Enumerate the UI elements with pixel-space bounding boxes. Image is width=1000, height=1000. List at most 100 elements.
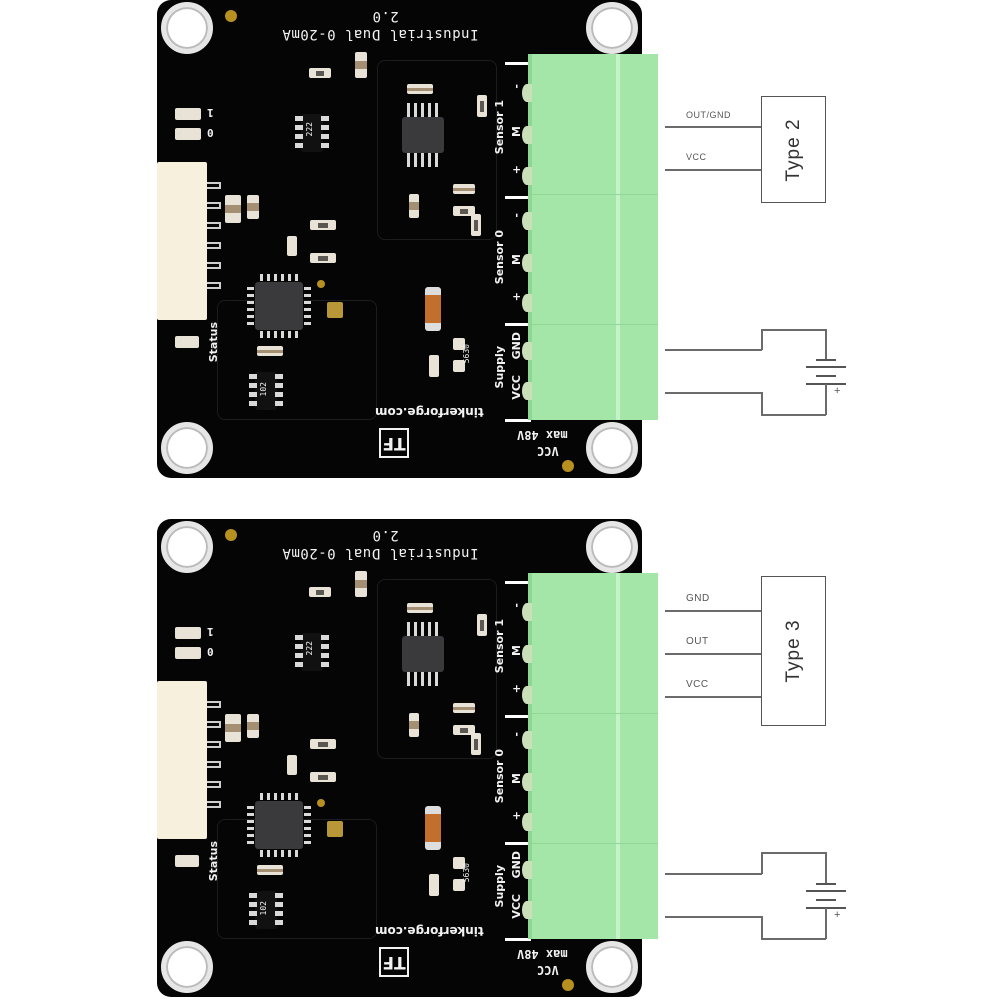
supply-pin-vcc: VCC: [510, 375, 523, 400]
screw-terminal[interactable]: [522, 603, 532, 621]
mounting-hole: [586, 2, 638, 54]
bricklet-connector[interactable]: [157, 162, 221, 320]
via: [562, 460, 574, 472]
resistor: [310, 772, 336, 782]
resistor: [453, 338, 465, 350]
sensor-0-pin-plus: +: [510, 292, 523, 302]
capacitor: [225, 195, 241, 223]
terminal-block[interactable]: [522, 573, 658, 939]
led-label-0: 0: [207, 126, 214, 139]
screw-terminal[interactable]: [522, 126, 532, 144]
screw-terminal[interactable]: [522, 84, 532, 102]
status-led: [175, 336, 199, 348]
screw-terminal[interactable]: [522, 342, 532, 360]
screw-terminal[interactable]: [522, 861, 532, 879]
screw-terminal[interactable]: [522, 645, 532, 663]
wire-label-vcc: VCC: [686, 152, 707, 162]
led-0: [175, 647, 201, 659]
capacitor: [257, 865, 283, 875]
resistor: [471, 214, 481, 236]
led-label-1: 1: [207, 625, 214, 638]
test-pad: [327, 302, 343, 318]
website-label: tinkerforge.com: [375, 924, 484, 938]
mounting-hole: [586, 521, 638, 573]
resistor: [309, 587, 331, 597]
resistor-array-marking: 102: [259, 382, 268, 397]
divider-line: [505, 419, 531, 422]
supply-label: Supply: [493, 865, 506, 908]
resistor-array-marking: 222: [305, 641, 314, 656]
adc-chip: [402, 636, 444, 672]
wire-label-out-gnd: OUT/GND: [686, 110, 731, 120]
mounting-hole: [586, 941, 638, 993]
screw-terminal[interactable]: [522, 731, 532, 749]
resistor: [287, 236, 297, 256]
status-label: Status: [207, 841, 220, 882]
mounting-hole: [161, 521, 213, 573]
resistor: [429, 355, 439, 377]
screw-terminal[interactable]: [522, 813, 532, 831]
sensor-type-label: Type 3: [782, 619, 804, 683]
mounting-hole: [161, 941, 213, 993]
wire-out: [665, 653, 762, 655]
sensor-type-box: Type 2: [761, 96, 826, 203]
bricklet-connector[interactable]: [157, 681, 221, 839]
inductor: [425, 806, 441, 850]
battery-plus-sign: +: [834, 909, 841, 921]
led-1: [175, 108, 201, 120]
resistor: [453, 857, 465, 869]
wire-label-out: OUT: [686, 636, 709, 647]
resistor: [453, 206, 475, 216]
wire-gnd-supply: [665, 349, 762, 351]
led-label-1: 1: [207, 106, 214, 119]
wire-label-gnd: GND: [686, 593, 710, 604]
via: [317, 799, 325, 807]
sensor-0-pin-minus: -: [510, 213, 523, 218]
divider-line: [505, 842, 531, 845]
terminal-block[interactable]: [522, 54, 658, 420]
screw-terminal[interactable]: [522, 901, 532, 919]
screw-terminal[interactable]: [522, 212, 532, 230]
sensor-1-pin-minus: -: [510, 603, 523, 608]
resistor: [453, 725, 475, 735]
resistor-array: [301, 633, 323, 671]
wire-label-vcc: VCC: [686, 679, 709, 690]
divider-line: [505, 323, 531, 326]
microcontroller: [255, 801, 303, 849]
inductor: [425, 287, 441, 331]
divider-line: [505, 196, 531, 199]
led-0: [175, 128, 201, 140]
capacitor: [407, 84, 433, 94]
sensor-1-pin-minus: -: [510, 84, 523, 89]
divider-line: [505, 938, 531, 941]
sensor-type-box: Type 3: [761, 576, 826, 726]
resistor: [477, 614, 487, 636]
screw-terminal[interactable]: [522, 294, 532, 312]
capacitor: [247, 714, 259, 738]
screw-terminal[interactable]: [522, 382, 532, 400]
capacitor: [355, 52, 367, 78]
mounting-hole: [586, 422, 638, 474]
supply-note-vcc: VCC: [537, 444, 559, 458]
sensor-type-label: Type 2: [782, 117, 804, 182]
supply-label: Supply: [493, 346, 506, 389]
resistor: [309, 68, 331, 78]
resistor-marking: 5630: [462, 863, 471, 883]
battery-icon: [816, 883, 836, 885]
microcontroller: [255, 282, 303, 330]
screw-terminal[interactable]: [522, 773, 532, 791]
sensor-0-label: Sensor 0: [493, 749, 506, 804]
board-title: Industrial Dual 0-20mA: [282, 545, 479, 561]
website-label: tinkerforge.com: [375, 405, 484, 419]
screw-terminal[interactable]: [522, 686, 532, 704]
divider-line: [505, 715, 531, 718]
screw-terminal[interactable]: [522, 167, 532, 185]
resistor: [471, 733, 481, 755]
screw-terminal[interactable]: [522, 254, 532, 272]
sensor-1-pin-plus: +: [510, 684, 523, 694]
supply-pin-gnd: GND: [510, 332, 523, 360]
sensor-0-pin-plus: +: [510, 811, 523, 821]
capacitor: [409, 194, 419, 218]
resistor: [477, 95, 487, 117]
adc-chip: [402, 117, 444, 153]
